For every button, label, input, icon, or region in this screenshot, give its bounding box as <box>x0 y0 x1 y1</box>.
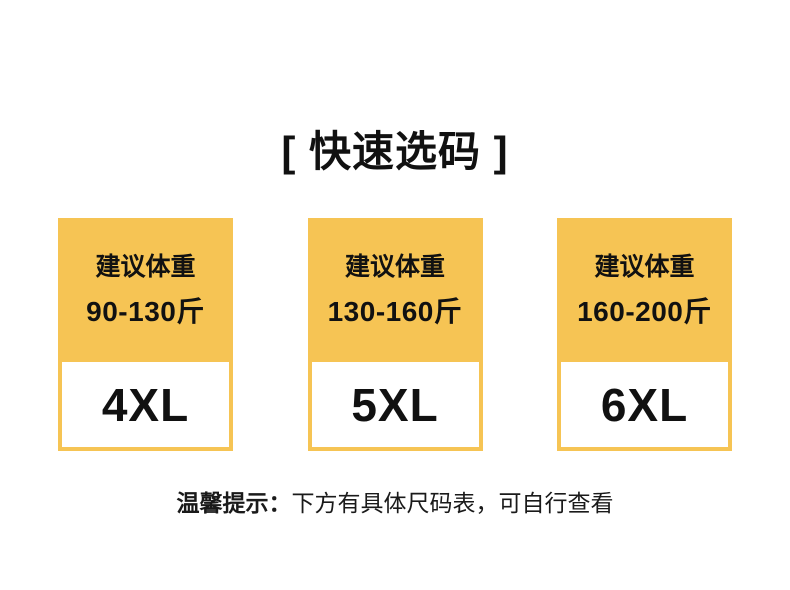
weight-range: 130-160斤 <box>327 295 463 327</box>
size-panel: 6XL <box>561 362 728 447</box>
weight-range: 160-200斤 <box>577 295 712 327</box>
size-cards-row: 建议体重 90-130斤 4XL 建议体重 130-160斤 5XL 建议体重 … <box>58 218 732 451</box>
weight-hint-block: 建议体重 130-160斤 <box>308 218 483 362</box>
size-card-6xl: 建议体重 160-200斤 6XL <box>557 218 732 451</box>
size-card-5xl: 建议体重 130-160斤 5XL <box>307 218 483 451</box>
size-panel: 5XL <box>311 362 479 447</box>
size-card-4xl: 建议体重 90-130斤 4XL <box>58 218 233 451</box>
tip-note: 温馨提示：下方有具体尺码表，可自行查看 <box>0 488 790 518</box>
hint-label: 建议体重 <box>594 252 695 281</box>
hint-label: 建议体重 <box>344 252 445 281</box>
weight-hint-block: 建议体重 160-200斤 <box>557 218 732 362</box>
size-value: 6XL <box>600 378 689 431</box>
hint-label: 建议体重 <box>95 252 196 281</box>
tip-note-text: 下方有具体尺码表，可自行查看 <box>291 490 614 516</box>
size-value: 5XL <box>351 378 439 431</box>
size-panel: 4XL <box>62 362 229 447</box>
weight-hint-block: 建议体重 90-130斤 <box>58 218 233 362</box>
size-value: 4XL <box>101 378 190 431</box>
page-title: [ 快速选码 ] <box>281 128 509 175</box>
tip-note-prefix: 温馨提示： <box>176 490 292 516</box>
weight-range: 90-130斤 <box>86 295 205 327</box>
